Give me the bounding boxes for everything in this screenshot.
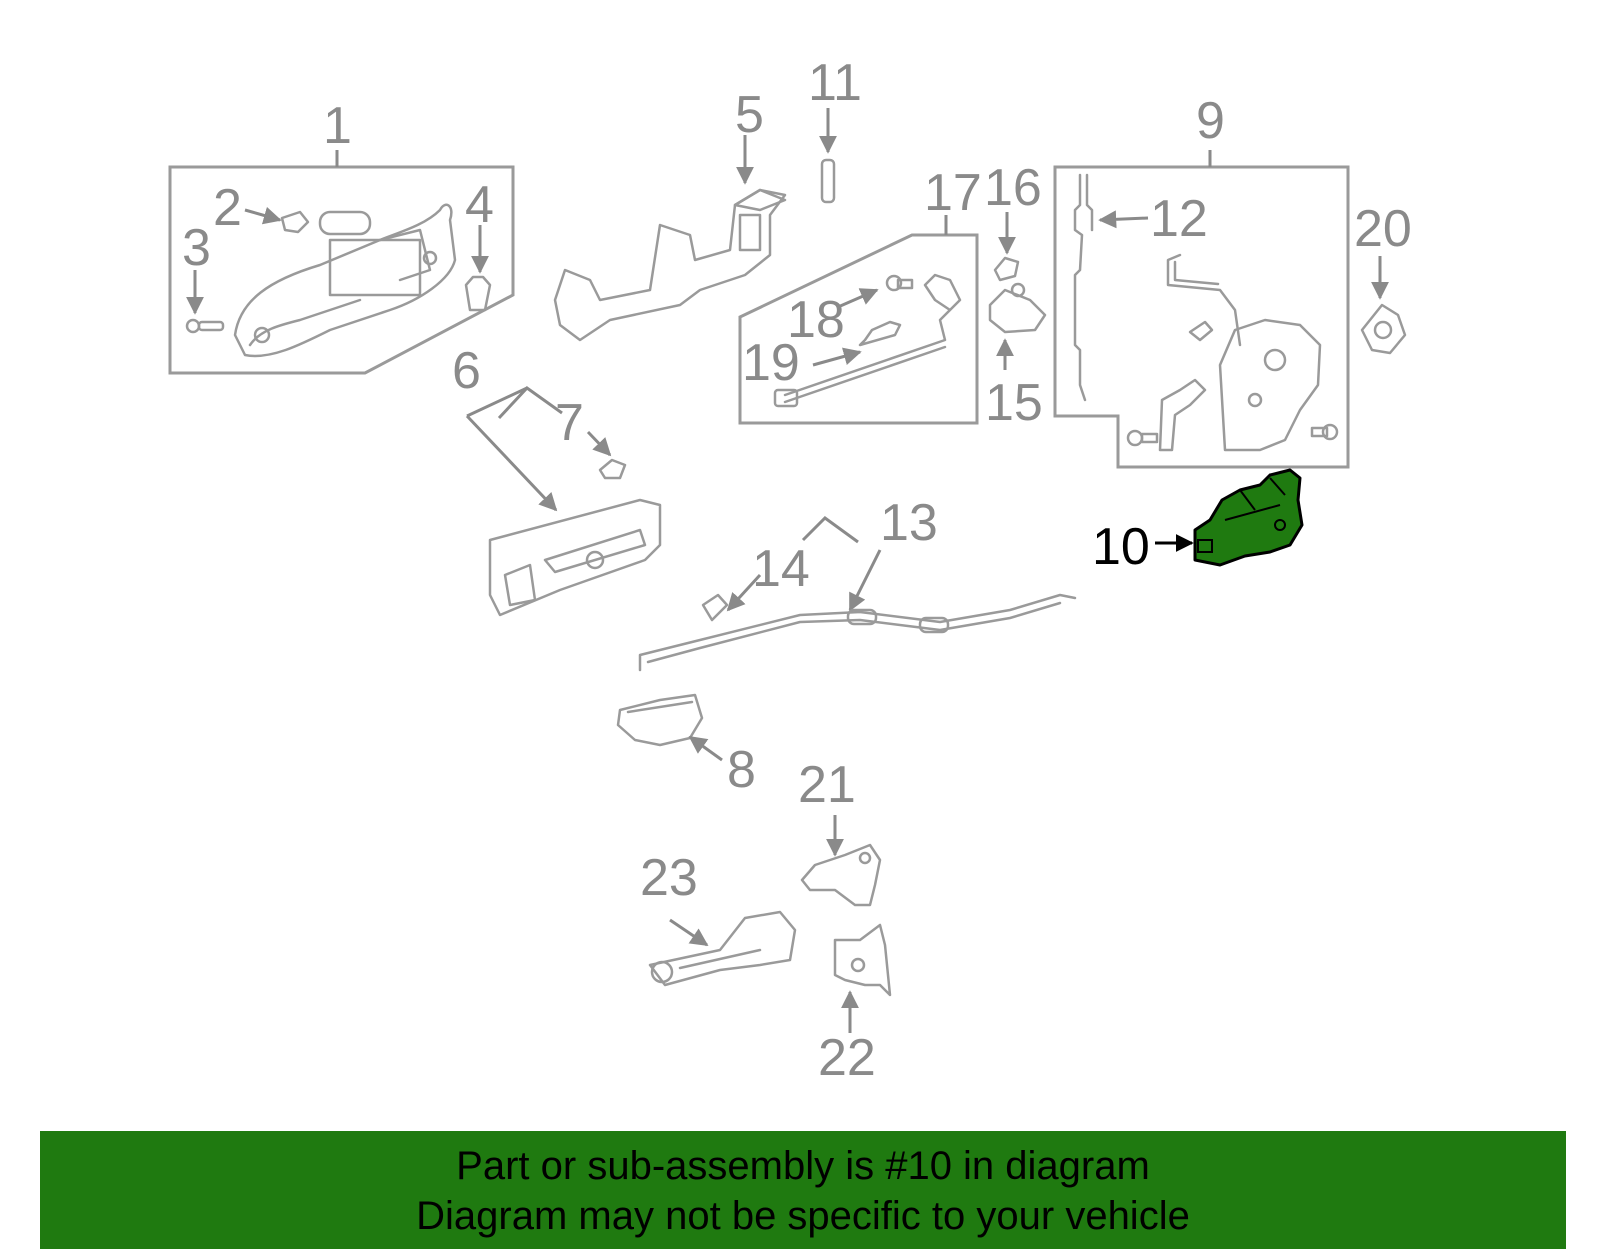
callout-2: 2 [213, 179, 242, 237]
callout-19: 19 [742, 334, 800, 392]
clip-part-16 [993, 256, 1020, 282]
callout-15: 15 [985, 374, 1043, 432]
callout-23: 23 [640, 849, 698, 907]
lock-group-9 [1053, 150, 1350, 469]
banner-line-2: Diagram may not be specific to your vehi… [416, 1194, 1190, 1238]
hinge-part-21 [800, 843, 882, 907]
callout-17: 17 [924, 164, 982, 222]
clip-part-4 [464, 275, 492, 312]
bolt-part-3 [185, 318, 225, 334]
parts-diagram: 1 2 3 4 5 6 7 8 9 10 11 12 13 14 15 16 1… [168, 54, 1412, 1087]
striker-part-20 [1360, 303, 1407, 355]
rod-clip-part-19 [858, 320, 902, 347]
callout-16: 16 [984, 159, 1042, 217]
cylinder-part-15 [988, 282, 1047, 334]
rod-part-12 [1073, 173, 1094, 402]
rod-clip-part-18 [885, 274, 914, 292]
inside-handle-group [465, 386, 662, 617]
outside-handle-part [233, 203, 457, 358]
clip-part-2 [280, 210, 310, 234]
outside-handle-group [168, 150, 515, 375]
rod-group-17 [738, 215, 979, 425]
lock-box-9 [1053, 165, 1350, 469]
outside-handle-box [168, 165, 515, 375]
callout-14: 14 [752, 540, 810, 598]
callout-10: 10 [1092, 518, 1150, 576]
clip-part-7 [598, 458, 627, 480]
lock-actuator-part-10 [1193, 468, 1304, 567]
banner-line-1: Part or sub-assembly is #10 in diagram [456, 1144, 1150, 1188]
pin-part-11 [820, 158, 836, 204]
cable-clip-part-14 [701, 593, 729, 622]
cable-part-13 [638, 593, 1077, 672]
rod-box-17 [738, 233, 979, 425]
callout-22: 22 [818, 1029, 876, 1087]
callout-21: 21 [798, 756, 856, 814]
callout-18: 18 [787, 291, 845, 349]
callout-4: 4 [465, 176, 494, 234]
cover-part-8 [616, 693, 704, 747]
callout-8: 8 [727, 741, 756, 799]
callout-9: 9 [1196, 92, 1225, 150]
handle-frame-part-5 [553, 135, 787, 342]
callout-20: 20 [1354, 200, 1412, 258]
callout-1: 1 [323, 97, 352, 155]
callout-3: 3 [182, 219, 211, 277]
callout-13: 13 [880, 494, 938, 552]
callout-7: 7 [555, 394, 584, 452]
callout-11: 11 [808, 54, 862, 112]
door-check-part-23 [648, 910, 797, 987]
cable-group-13 [638, 516, 1077, 672]
callout-6: 6 [452, 342, 481, 400]
inside-handle-part-6 [488, 498, 662, 617]
callout-5: 5 [735, 86, 764, 144]
hinge-part-22 [833, 923, 892, 997]
callout-12: 12 [1150, 190, 1208, 248]
info-banner: Part or sub-assembly is #10 in diagram D… [40, 1131, 1566, 1249]
